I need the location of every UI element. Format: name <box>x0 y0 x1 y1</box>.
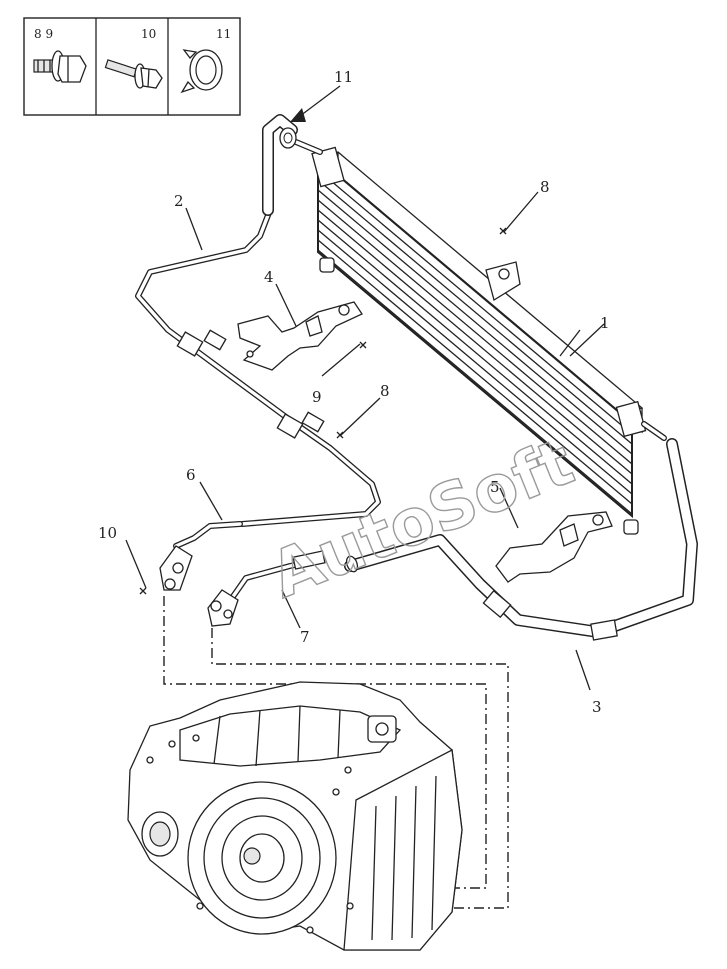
legend-label-10: 10 <box>141 27 156 41</box>
bracket-5 <box>495 511 613 583</box>
installation-guide-lines <box>163 596 509 909</box>
callout-4: 4 <box>264 268 274 286</box>
callout-2: 2 <box>174 192 184 210</box>
callout-6: 6 <box>186 466 196 484</box>
callout-labels: 1 2 3 4 5 6 7 8 8 9 10 11 <box>98 68 610 716</box>
callout-1: 1 <box>600 314 610 332</box>
callout-11: 11 <box>334 68 353 86</box>
legend-label-11: 11 <box>216 27 231 41</box>
flange-bolt-icon <box>33 50 87 83</box>
callout-9: 9 <box>312 388 322 406</box>
fastener-markers <box>139 227 507 595</box>
callout-10: 10 <box>98 524 117 542</box>
callout-5: 5 <box>490 478 500 496</box>
callout-8-top: 8 <box>540 178 550 196</box>
oil-pipe-3 <box>344 438 698 641</box>
callout-8-middle: 8 <box>380 382 390 400</box>
hose-clamp-11 <box>279 127 297 149</box>
leader-lines <box>125 85 605 691</box>
bracket-4 <box>237 301 363 371</box>
callout-7: 7 <box>300 628 310 646</box>
callout-3: 3 <box>592 698 602 716</box>
oil-pipe-6 <box>159 521 243 591</box>
hose-clamp-icon <box>180 49 223 94</box>
legend-label-8-9: 8 9 <box>34 27 53 41</box>
bolt-with-washer-icon <box>104 59 163 89</box>
arrow-head-icon <box>290 108 306 122</box>
fastener-legend: 8 9 10 11 <box>23 17 241 116</box>
transaxle-assembly <box>127 681 463 951</box>
oil-pipe-2 <box>135 114 381 527</box>
oil-pipe-7 <box>207 550 326 627</box>
oil-cooler <box>293 139 667 535</box>
